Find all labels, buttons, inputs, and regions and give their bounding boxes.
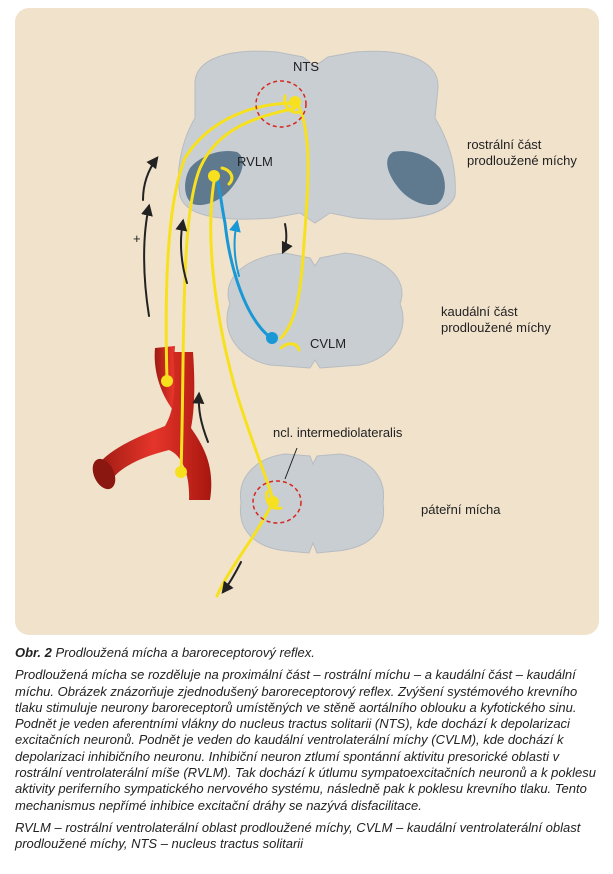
arrow-down-spinal xyxy=(221,561,242,594)
label-spinal-cord: páteřní mícha xyxy=(421,502,501,517)
nts-neuron xyxy=(289,96,301,108)
afferent-fiber-upper xyxy=(164,101,297,382)
arrow-up-left-2 xyxy=(142,156,159,201)
label-rostral-medulla: rostrální část prodloužené míchy xyxy=(467,137,577,168)
rostral-grey-matter-right xyxy=(387,150,445,206)
diagram-svg xyxy=(92,50,456,598)
arrow-up-mid-1 xyxy=(175,218,188,284)
iml-pointer-line xyxy=(284,447,298,480)
arrow-down-center xyxy=(281,223,293,255)
nts-synapse xyxy=(283,94,302,114)
baroreceptor-aortic xyxy=(175,466,187,478)
artery-cut-end xyxy=(92,458,116,490)
label-intermediolateralis: ncl. intermediolateralis xyxy=(273,425,403,440)
cvlm-to-rvlm-fiber xyxy=(215,178,273,340)
baroreceptor-carotid xyxy=(161,375,173,387)
rvlm-neuron xyxy=(208,170,220,182)
spinal-cord-section xyxy=(239,453,385,554)
cvlm-neuron xyxy=(266,332,278,344)
rvlm-synapse xyxy=(220,166,234,186)
preganglionic-fiber xyxy=(215,500,275,598)
nts-dashed-ring xyxy=(255,80,307,128)
figure-caption: Obr. 2 Prodloužená mícha a baroreceptoro… xyxy=(15,645,600,853)
label-caudal-medulla: kaudální část prodloužené míchy xyxy=(441,304,551,335)
iml-neuron xyxy=(267,496,279,508)
arrow-up-blue xyxy=(229,219,241,277)
cvlm-synapse xyxy=(279,342,301,352)
afferent-fiber-lower xyxy=(179,106,297,474)
caption-figure-number: Obr. 2 xyxy=(15,645,52,660)
label-rvlm: RVLM xyxy=(237,154,273,169)
figure-panel: NTS RVLM CVLM rostrální část prodloužené… xyxy=(15,8,599,635)
caption-body: Prodloužená mícha se rozděluje na proxim… xyxy=(15,667,596,813)
arrow-up-left-1 xyxy=(141,203,153,317)
iml-dashed-ring xyxy=(252,480,302,524)
label-cvlm: CVLM xyxy=(310,336,347,351)
label-plus: + xyxy=(133,231,141,246)
rvlm-to-spinal-fiber xyxy=(209,174,275,502)
nts-to-cvlm-fiber xyxy=(279,98,310,340)
caption-heading: Obr. 2 Prodloužená mícha a baroreceptoro… xyxy=(15,645,600,661)
caption-title: Prodloužená mícha a baroreceptorový refl… xyxy=(55,645,315,660)
rostral-medulla-section xyxy=(177,50,456,224)
caption-abbreviations: RVLM – rostrální ventrolaterální oblast … xyxy=(15,819,581,852)
arrow-up-mid-2 xyxy=(192,391,209,443)
label-nts: NTS xyxy=(293,59,319,74)
